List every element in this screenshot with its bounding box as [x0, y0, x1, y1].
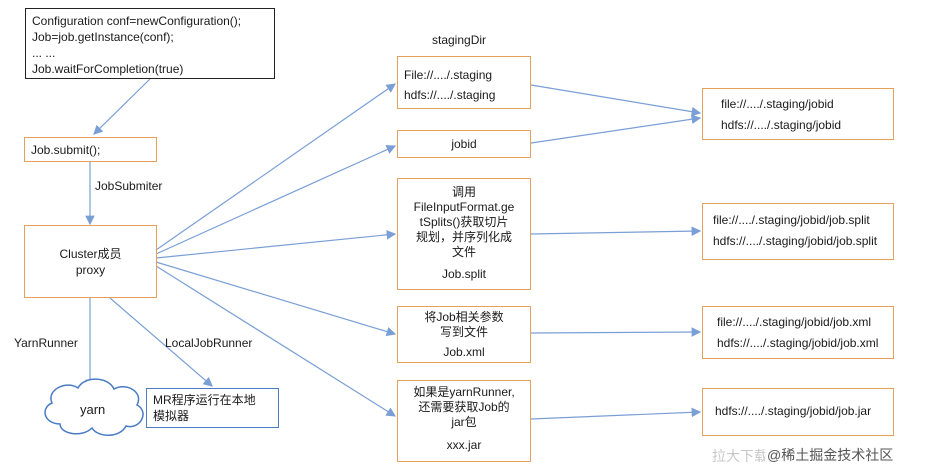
out-jobid-box: file://..../.staging/jobid hdfs://..../.… — [702, 88, 894, 140]
job-submitter-label: JobSubmiter — [95, 179, 163, 193]
xml-line: 将Job相关参数 — [424, 310, 504, 324]
config-line: ... ... — [32, 46, 56, 60]
job-submit-box: Job.submit(); — [24, 137, 157, 162]
staging-box: File://..../.staging hdfs://..../.stagin… — [397, 56, 531, 109]
arrow-jobid-to-outjobid — [530, 114, 702, 144]
out-split-line: file://..../.staging/jobid/job.split — [713, 213, 870, 227]
arrow-split-to-outsplit — [530, 226, 702, 236]
cluster-line: Cluster成员 — [59, 247, 122, 261]
out-xml-box: file://..../.staging/jobid/job.xml hdfs:… — [702, 306, 894, 359]
jar-line: jar包 — [451, 415, 477, 429]
mr-local-line: 模拟器 — [153, 409, 190, 423]
out-split-box: file://..../.staging/jobid/job.split hdf… — [702, 203, 894, 260]
arrow-cluster-to-xml — [155, 261, 397, 337]
out-split-line: hdfs://..../.staging/jobid/job.split — [713, 234, 878, 248]
yarn-cloud-label: yarn — [80, 402, 106, 417]
split-line: 规划，并序列化成 — [415, 230, 512, 244]
mr-local-box: MR程序运行在本地 模拟器 — [146, 388, 279, 428]
out-jar-line: hdfs://..../.staging/jobid/job.jar — [715, 404, 872, 418]
jar-box: 如果是yarnRunner, 还需要获取Job的 jar包 xxx.jar — [397, 380, 531, 462]
jar-line: 还需要获取Job的 — [418, 400, 510, 414]
staging-line: hdfs://..../.staging — [404, 88, 496, 102]
arrow-xml-to-outxml — [530, 327, 702, 337]
jar-file: xxx.jar — [446, 438, 482, 452]
jar-line: 如果是yarnRunner, — [413, 385, 515, 399]
yarn-runner-label: YarnRunner — [14, 336, 78, 350]
split-file: Job.split — [441, 267, 487, 281]
arrow-cluster-to-staging — [155, 83, 396, 251]
arrow-cluster-to-local — [109, 297, 213, 387]
out-xml-line: hdfs://..../.staging/jobid/job.xml — [717, 336, 879, 350]
local-job-runner-label: LocalJobRunner — [165, 336, 253, 350]
split-line: 调用 — [451, 185, 476, 199]
job-submit-text: Job.submit(); — [31, 143, 101, 157]
out-jobid-line: hdfs://..../.staging/jobid — [721, 118, 842, 132]
cluster-proxy-box: Cluster成员 proxy — [24, 225, 157, 298]
config-code-box: Configuration conf=newConfiguration(); J… — [25, 8, 275, 79]
arrow-config-to-submit — [93, 78, 151, 135]
cluster-line: proxy — [75, 263, 106, 277]
staging-line: File://..../.staging — [404, 68, 493, 82]
split-line: FileInputFormat.ge — [413, 200, 515, 214]
jobid-box: jobid — [397, 130, 531, 158]
xml-line: 写到文件 — [439, 325, 488, 339]
arrow-cluster-to-jobid — [155, 145, 397, 255]
arrow-staging-to-outjobid — [530, 84, 702, 117]
arrow-jar-to-outjar — [530, 407, 702, 420]
split-box: 调用 FileInputFormat.ge tSplits()获取切片 规划，并… — [397, 178, 531, 290]
watermark-brand: @稀土掘金技术社区 — [765, 445, 896, 465]
config-line: Configuration conf=newConfiguration(); — [32, 14, 242, 28]
out-jar-box: hdfs://..../.staging/jobid/job.jar — [702, 388, 894, 436]
arrow-cluster-to-jar — [155, 265, 397, 417]
out-jobid-line: file://..../.staging/jobid — [721, 97, 834, 111]
jobid-text: jobid — [451, 137, 477, 151]
config-line: Job.waitForCompletion(true) — [32, 62, 184, 76]
arrow-cluster-to-split — [155, 230, 397, 259]
mr-local-line: MR程序运行在本地 — [153, 393, 256, 407]
xml-box: 将Job相关参数 写到文件 Job.xml — [397, 306, 531, 363]
xml-file: Job.xml — [443, 345, 485, 359]
config-line: Job=job.getInstance(conf); — [32, 30, 174, 44]
staging-dir-label: stagingDir — [432, 33, 487, 47]
yarn-cloud-shape — [44, 378, 144, 436]
out-xml-line: file://..../.staging/jobid/job.xml — [717, 315, 872, 329]
split-line: 文件 — [451, 245, 476, 259]
split-line: tSplits()获取切片 — [419, 215, 509, 229]
